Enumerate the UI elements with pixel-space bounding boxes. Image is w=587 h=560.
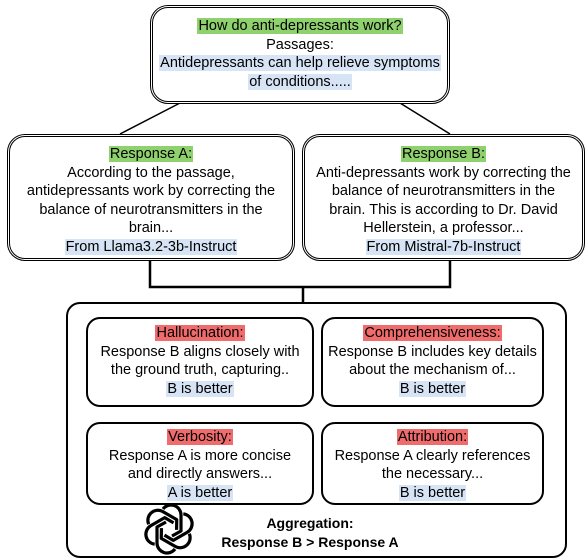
criterion-verdict: B is better [398, 380, 467, 397]
passages-label: Passages: [266, 36, 334, 53]
openai-logo-icon [143, 503, 195, 555]
question-title: How do anti-depressants work? [197, 18, 403, 34]
criterion-verdict: A is better [166, 484, 234, 501]
criterion-line: Response B aligns closely with [100, 343, 300, 360]
response-a-line: According to the passage, [67, 164, 235, 181]
response-a-box: Response A: According to the passage, an… [7, 134, 295, 261]
response-a-line: balance of neurotransmitters in the [39, 201, 263, 218]
criterion-card-comprehensiveness: Comprehensiveness: Response B includes k… [321, 317, 544, 407]
criterion-verdict: B is better [398, 484, 467, 501]
question-box: How do anti-depressants work? Passages: … [150, 5, 450, 104]
aggregation-block: Aggregation: Response B > Response A [210, 514, 410, 552]
criterion-line: about the mechanism of... [349, 362, 516, 378]
criterion-label: Hallucination: [155, 325, 245, 341]
criterion-label: Attribution: [396, 429, 469, 445]
response-b-line: balance of neurotransmitters in the [331, 183, 556, 199]
criterion-line: the ground truth, capturing.. [110, 362, 290, 378]
response-b-box: Response B: Anti-depressants work by cor… [302, 134, 585, 261]
passage-line: Antidepressants can help relieve symptom… [159, 55, 441, 71]
response-a-source: From Llama3.2-3b-Instruct [64, 238, 238, 255]
criterion-card-attribution: Attribution: Response A clearly referenc… [321, 422, 544, 505]
response-b-label: Response B: [400, 146, 487, 162]
criterion-line: the necessary... [381, 466, 484, 482]
response-b-line: Anti-depressants work by correcting the [316, 164, 571, 181]
criterion-verdict: B is better [166, 380, 234, 397]
response-b-line: Hellerstein, a professor... [363, 220, 524, 236]
passage-line: of conditions..... [248, 73, 352, 90]
response-a-line: antidepressants work by correcting the [26, 183, 276, 199]
connector-responses-bracket [148, 260, 452, 289]
aggregation-title: Aggregation: [266, 515, 354, 531]
criterion-line: Response A is more concise [108, 447, 292, 464]
response-a-label: Response A: [108, 146, 194, 162]
criterion-label: Comprehensiveness: [363, 325, 502, 341]
connector-question-to-a [119, 102, 181, 135]
connector-question-to-b [399, 102, 451, 135]
criterion-line: Response A clearly references [334, 447, 531, 464]
judge-container [66, 302, 567, 558]
criterion-card-verbosity: Verbosity: Response A is more concise an… [86, 422, 314, 505]
aggregation-result: Response B > Response A [221, 534, 399, 550]
criterion-label: Verbosity: [167, 429, 233, 445]
criterion-line: Response B includes key details [328, 343, 537, 360]
response-b-line: brain. This is according to Dr. David [329, 201, 558, 218]
response-a-line: brain... [128, 220, 174, 236]
criterion-line: and directly answers... [127, 466, 273, 482]
response-b-source: From Mistral-7b-Instruct [365, 238, 522, 255]
criterion-card-hallucination: Hallucination: Response B aligns closely… [86, 317, 314, 407]
